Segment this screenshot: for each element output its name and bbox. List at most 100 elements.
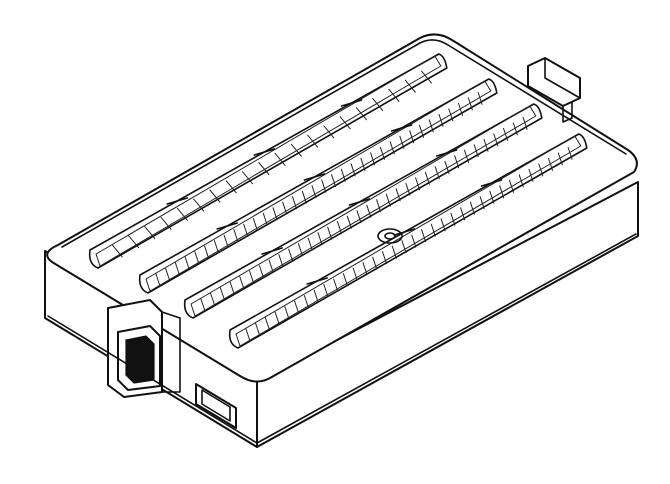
louver-line <box>419 124 424 138</box>
slot-row-4 <box>228 133 588 349</box>
louver-line <box>284 306 290 320</box>
louver-line <box>405 182 411 196</box>
louver-line <box>297 243 303 257</box>
louver-line <box>264 317 270 330</box>
louver-line <box>548 157 553 171</box>
louver-line <box>223 234 229 248</box>
louver-line <box>333 278 339 292</box>
louver-line <box>352 267 358 281</box>
louver-line <box>366 204 372 218</box>
louver-line <box>313 289 319 303</box>
louver-line <box>242 171 253 185</box>
louver-line <box>356 210 362 224</box>
louver-line <box>473 144 479 158</box>
louver-line <box>213 240 219 254</box>
louver-line <box>209 189 221 203</box>
louver-line <box>458 102 463 116</box>
louver-line <box>160 216 172 230</box>
louver-line <box>184 256 190 270</box>
louver-line <box>454 155 460 169</box>
louver-line <box>404 79 416 93</box>
louver-line <box>128 235 140 249</box>
slot-row-inner-2 <box>145 80 492 292</box>
louver-line <box>438 113 444 127</box>
slot-divider <box>166 197 188 205</box>
louver-line <box>323 284 329 298</box>
louver-line <box>155 273 161 286</box>
louver-line <box>252 218 258 232</box>
slot-divider <box>253 148 276 156</box>
louver-line <box>210 292 215 306</box>
slot-row-1 <box>88 53 448 269</box>
louver-line <box>245 328 251 341</box>
louver-line <box>321 179 327 193</box>
rear-snap-latch-icon <box>527 57 581 123</box>
louver-line <box>292 196 297 210</box>
louver-line <box>362 262 368 276</box>
louver-line <box>331 174 337 188</box>
louver-line <box>307 134 319 148</box>
louver-line <box>239 276 245 290</box>
louver-line <box>303 295 309 309</box>
louver-line <box>350 163 356 177</box>
louver-line <box>499 185 505 199</box>
louver-line <box>389 141 395 155</box>
louver-line <box>194 251 200 265</box>
louver-line <box>395 188 401 202</box>
louver-line <box>509 179 514 193</box>
window-slot-icon <box>195 383 237 429</box>
louver-line <box>421 229 427 243</box>
louver-line <box>307 237 313 251</box>
housing-side-face <box>256 181 639 448</box>
louver-line <box>193 198 205 212</box>
louver-line <box>450 212 456 226</box>
louver-line <box>512 122 518 136</box>
slot-divider <box>303 173 326 181</box>
louver-line <box>339 116 351 130</box>
slot-row-2 <box>138 78 498 294</box>
louver-line <box>340 168 346 182</box>
slot-divider <box>348 198 371 206</box>
slot-divider <box>261 247 283 255</box>
slot-divider <box>340 99 363 107</box>
louver-line <box>382 251 387 265</box>
louver-line <box>174 262 180 275</box>
louver-line <box>489 190 495 204</box>
louver-line <box>274 152 286 166</box>
louver-line <box>327 226 333 240</box>
louver-line <box>415 177 421 191</box>
louver-line <box>557 152 563 166</box>
snap-latch-icon <box>107 299 181 398</box>
louver-line <box>567 146 573 160</box>
louver-line <box>428 119 434 133</box>
louver-line <box>255 322 260 336</box>
louver-line <box>323 125 335 139</box>
louver-line <box>176 207 188 221</box>
slot-rows-group <box>88 53 588 349</box>
louver-line <box>528 168 534 182</box>
louver-line <box>165 267 170 281</box>
top-rim-line <box>61 39 627 248</box>
louver-line <box>360 157 366 171</box>
louver-line <box>391 245 397 259</box>
louver-line <box>355 107 367 121</box>
louver-line <box>243 223 249 237</box>
louver-line <box>311 185 317 199</box>
louver-line <box>483 138 489 152</box>
louver-line <box>479 196 485 210</box>
louver-line <box>219 287 225 300</box>
louver-line <box>522 116 528 130</box>
louver-line <box>464 149 469 163</box>
louver-line <box>204 245 210 259</box>
louver-line <box>388 88 400 102</box>
louver-line <box>342 273 348 287</box>
slot-divider <box>480 179 503 187</box>
louver-line <box>258 265 264 279</box>
slot-row-inner-1 <box>95 55 442 267</box>
louver-line <box>272 207 278 221</box>
louver-line <box>290 143 302 157</box>
slot-divider <box>216 222 238 230</box>
mounting-hole-icon <box>377 228 403 244</box>
louver-line <box>346 215 352 229</box>
louver-line <box>469 201 475 215</box>
